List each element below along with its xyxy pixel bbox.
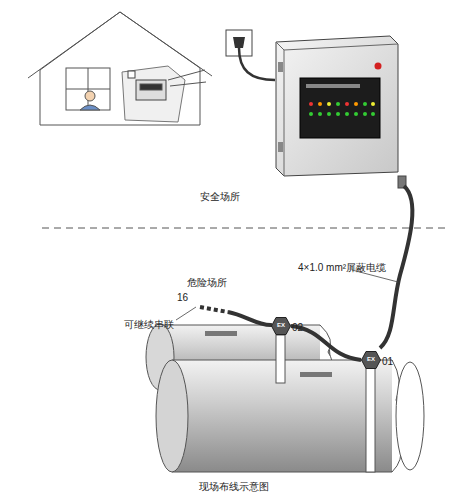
sensor: EX02 [271,317,291,335]
zone-label: 安全场所 [200,191,240,203]
cable [228,312,272,325]
power-socket [226,30,275,80]
zone-label: 危险场所 [187,277,227,289]
sensor: EX01 [361,351,381,369]
caption: 现场布线示意图 [199,481,269,493]
callout-number: 16 [177,292,188,304]
cable-label: 4×1.0 mm²屏蔽电缆 [298,262,386,274]
tank [156,360,424,472]
house [28,12,212,125]
controller-box [276,36,406,188]
note-label: 可继续串联 [124,319,174,331]
probe-pipe [276,335,375,472]
ex-mark: EX [271,321,291,330]
leader-line [176,307,196,320]
zone-divider [42,228,445,229]
manhole [300,372,332,377]
manhole [205,331,237,336]
sensor-number: 02 [292,322,303,334]
ex-mark: EX [361,355,381,364]
sensor-number: 01 [382,356,393,368]
continuation-cable [200,307,228,312]
